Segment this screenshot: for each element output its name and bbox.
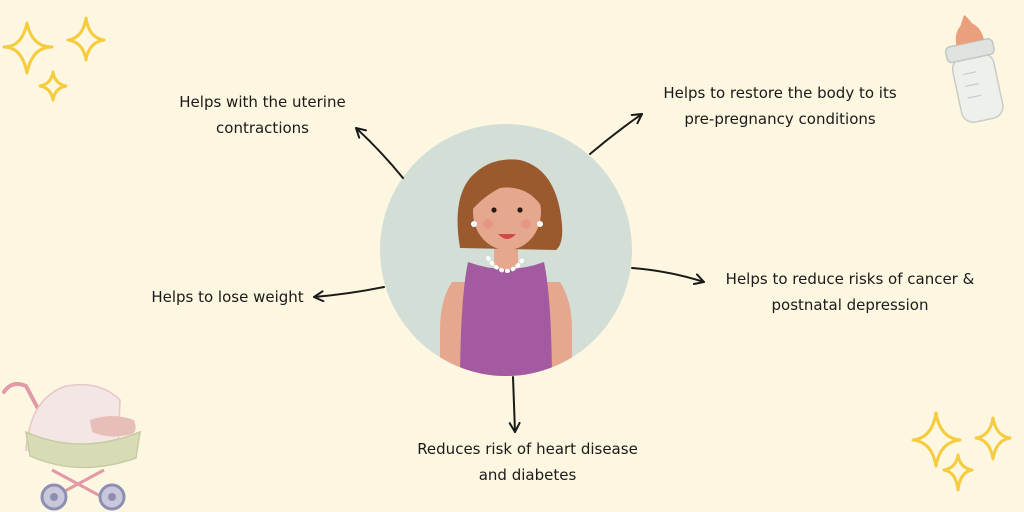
benefit-line: and diabetes — [478, 466, 577, 484]
sparkle-icon — [2, 16, 106, 102]
benefit-line: pre-pregnancy conditions — [684, 110, 876, 128]
arrow-to-weight — [313, 286, 385, 303]
baby-bottle-icon — [944, 15, 1004, 123]
benefit-label-weight: Helps to lose weight — [140, 284, 315, 310]
sparkle-icon — [911, 411, 1012, 492]
benefit-line: Helps with the uterine — [179, 93, 346, 111]
benefit-label-cancer: Helps to reduce risks of cancer & postna… — [710, 266, 990, 318]
benefit-line: Helps to reduce risks of cancer & — [725, 270, 975, 288]
benefit-line: Reduces risk of heart disease — [417, 440, 638, 458]
arrow-to-cancer — [631, 267, 705, 285]
baby-stroller-icon — [2, 382, 141, 511]
arrow-to-restore — [589, 113, 643, 155]
benefit-line: postnatal depression — [771, 296, 929, 314]
mother-portrait-icon — [380, 124, 632, 376]
arrow-to-heart — [508, 376, 521, 433]
benefit-line: Helps to restore the body to its — [663, 84, 897, 102]
benefit-line: contractions — [216, 119, 309, 137]
benefit-line: Helps to lose weight — [151, 288, 304, 306]
benefit-label-restore: Helps to restore the body to its pre-pre… — [650, 80, 910, 132]
benefit-label-heart: Reduces risk of heart disease and diabet… — [400, 436, 655, 488]
benefit-label-uterine: Helps with the uterine contractions — [160, 89, 365, 141]
arrow-to-uterine — [355, 127, 404, 179]
